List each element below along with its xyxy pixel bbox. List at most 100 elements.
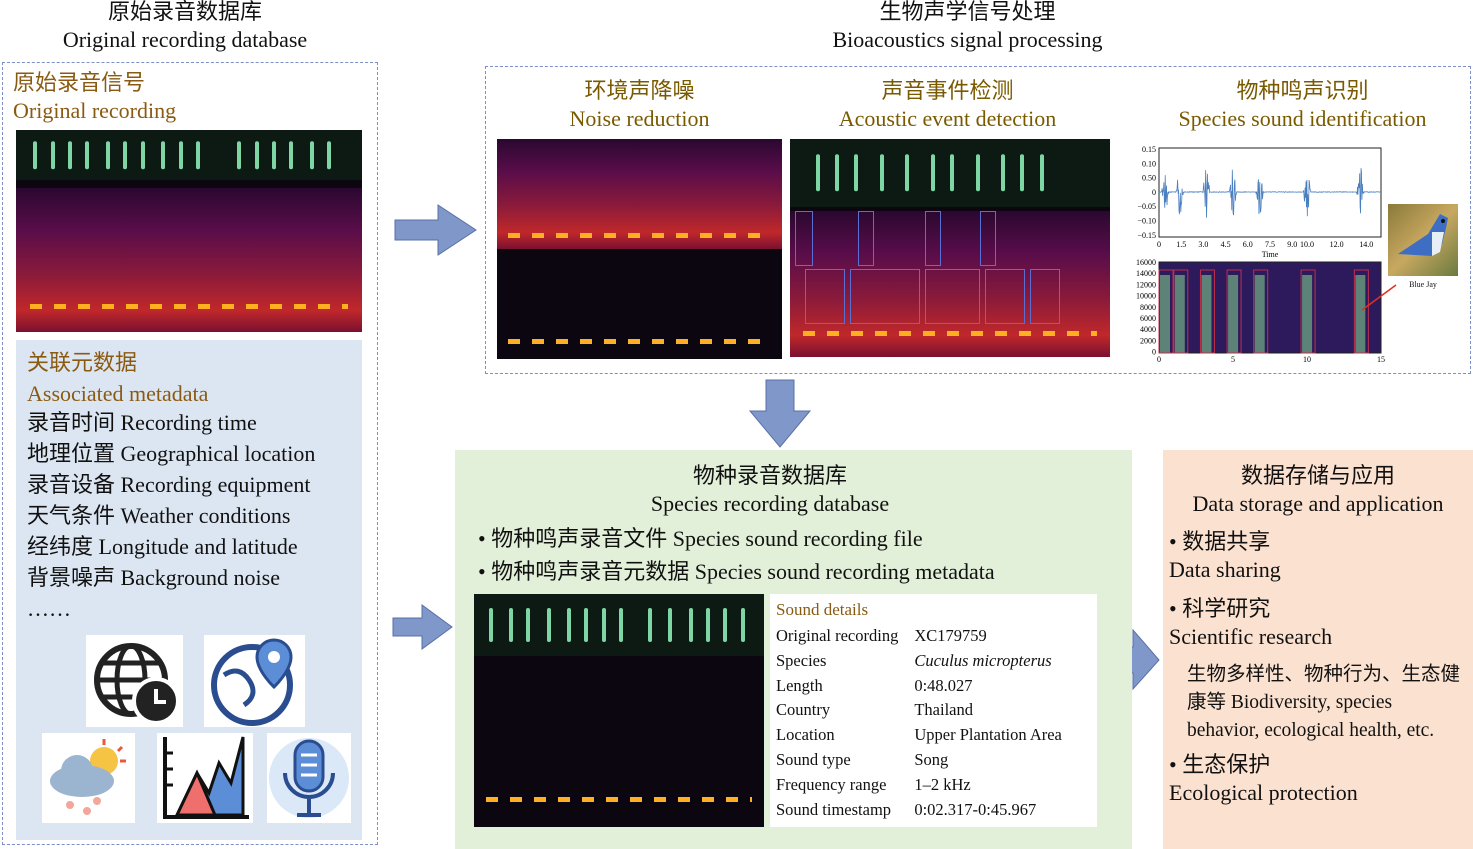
recording-label-en: Original recording [13, 97, 176, 125]
x-tick-label: 0 [1157, 240, 1161, 249]
detail-row: Sound typeSong [772, 748, 1066, 773]
call-burst [931, 154, 935, 191]
call-burst [106, 141, 110, 169]
step-label-en: Acoustic event detection [790, 105, 1105, 133]
original-spectrogram [16, 130, 362, 332]
x-tick-label: 14.0 [1359, 240, 1373, 249]
event-detection-spectrogram [790, 139, 1110, 357]
y-tick-label: 0.10 [1142, 159, 1156, 168]
detail-label: Sound timestamp [772, 798, 902, 823]
step-label-en: Species sound identification [1130, 105, 1473, 133]
y-tick-label: −0.15 [1137, 231, 1156, 240]
detection-box [925, 211, 941, 266]
bird-photo [1388, 204, 1458, 276]
storage-title-en: Data storage and application [1163, 490, 1473, 518]
call-burst [648, 608, 652, 642]
bullet-text: 物种鸣声录音元数据 Species sound recording metada… [491, 559, 994, 584]
call-burst [289, 141, 293, 169]
detection-box [858, 211, 874, 266]
detail-row: Sound timestamp0:02.317-0:45.967 [772, 798, 1066, 823]
waveform [16, 130, 362, 180]
y-tick-label: 0.50 [1142, 174, 1156, 183]
detection-box [985, 269, 1025, 324]
call-marks [30, 304, 348, 309]
blue-jay-icon [1388, 204, 1458, 276]
research-en: Scientific research [1169, 623, 1332, 651]
detail-row: LocationUpper Plantation Area [772, 723, 1066, 748]
metadata-item: 录音时间 Recording time [27, 407, 315, 438]
spectrogram-call [1160, 275, 1170, 353]
waveform [474, 594, 764, 656]
detail-value: 1–2 kHz [902, 773, 1066, 798]
detail-row: Original recordingXC179759 [772, 624, 1066, 649]
research-detail: 生物多样性、物种行为、生态健康等 Biodiversity, species b… [1187, 661, 1467, 745]
call-marks [508, 233, 770, 238]
detail-label: Sound type [772, 748, 902, 773]
call-burst [880, 154, 884, 191]
step-label-zh: 物种鸣声识别 [1130, 77, 1473, 105]
sharing-en: Data sharing [1169, 556, 1281, 584]
detail-value: Cuculus micropterus [902, 649, 1066, 674]
x-tick-label: 10.0 [1300, 240, 1314, 249]
metadata-item: 天气条件 Weather conditions [27, 500, 315, 531]
step-noise-reduction: 环境声降噪Noise reduction [497, 77, 782, 133]
left-title-zh: 原始录音数据库 [0, 0, 370, 26]
y-tick-label: 14000 [1136, 269, 1156, 278]
left-title-en: Original recording database [0, 26, 370, 54]
y-tick-label: 6000 [1140, 314, 1156, 323]
database-title-en: Species recording database [455, 490, 1085, 518]
y-tick-label: 0 [1152, 348, 1156, 357]
call-burst [1001, 154, 1005, 191]
call-burst [327, 141, 331, 169]
call-burst [584, 608, 588, 642]
sound-details-card: Sound details Original recordingXC179759… [770, 594, 1097, 827]
call-burst [668, 608, 672, 642]
call-burst [51, 141, 55, 169]
detail-value: 0:02.317-0:45.967 [902, 798, 1066, 823]
detail-label: Original recording [772, 624, 902, 649]
database-title-zh: 物种录音数据库 [455, 462, 1085, 490]
x-axis-label: Time [1262, 250, 1279, 259]
spectrogram-plot-frame [1159, 262, 1381, 353]
metadata-heading: 关联元数据 Associated metadata [27, 347, 208, 409]
call-burst [272, 141, 276, 169]
bullet-item: • 物种鸣声录音元数据 Species sound recording meta… [478, 555, 995, 588]
call-burst [976, 154, 980, 191]
call-burst [689, 608, 693, 642]
spectrogram-call [1201, 275, 1211, 353]
x-tick-label: 4.5 [1221, 240, 1231, 249]
call-burst [741, 608, 745, 642]
call-burst [706, 608, 710, 642]
protection-en: Ecological protection [1169, 779, 1358, 807]
sound-details-table: Original recordingXC179759SpeciesCuculus… [772, 624, 1066, 822]
call-marks [486, 797, 753, 802]
arrow-right-icon [394, 204, 478, 256]
spectrogram-heatmap [16, 188, 362, 332]
x-tick-label: 0 [1157, 355, 1161, 364]
detail-label: Length [772, 674, 902, 699]
detail-label: Frequency range [772, 773, 902, 798]
call-burst [237, 141, 241, 169]
spectrogram-call [1355, 275, 1365, 353]
database-bullets: • 物种鸣声录音文件 Species sound recording file … [478, 522, 995, 588]
call-burst [1020, 154, 1024, 191]
x-tick-label: 12.0 [1330, 240, 1344, 249]
x-tick-label: 5 [1231, 355, 1235, 364]
call-burst [723, 608, 727, 642]
call-burst [1040, 154, 1044, 191]
detail-row: Length0:48.027 [772, 674, 1066, 699]
y-tick-label: 4000 [1140, 325, 1156, 334]
detection-box [925, 269, 980, 324]
bullet-text: 物种鸣声录音文件 Species sound recording file [491, 526, 922, 551]
globe-location-icon [204, 635, 305, 727]
y-tick-label: 0.15 [1142, 145, 1156, 154]
protection-zh: 生态保护 [1182, 752, 1270, 777]
left-title: 原始录音数据库 Original recording database [0, 0, 370, 54]
denoised-spectrogram [497, 139, 782, 359]
weather-icon [42, 733, 135, 823]
detail-row: CountryThailand [772, 698, 1066, 723]
call-burst [854, 154, 858, 191]
detection-box [1030, 269, 1060, 324]
y-tick-label: −0.05 [1137, 202, 1156, 211]
database-title: 物种录音数据库 Species recording database [455, 462, 1085, 518]
